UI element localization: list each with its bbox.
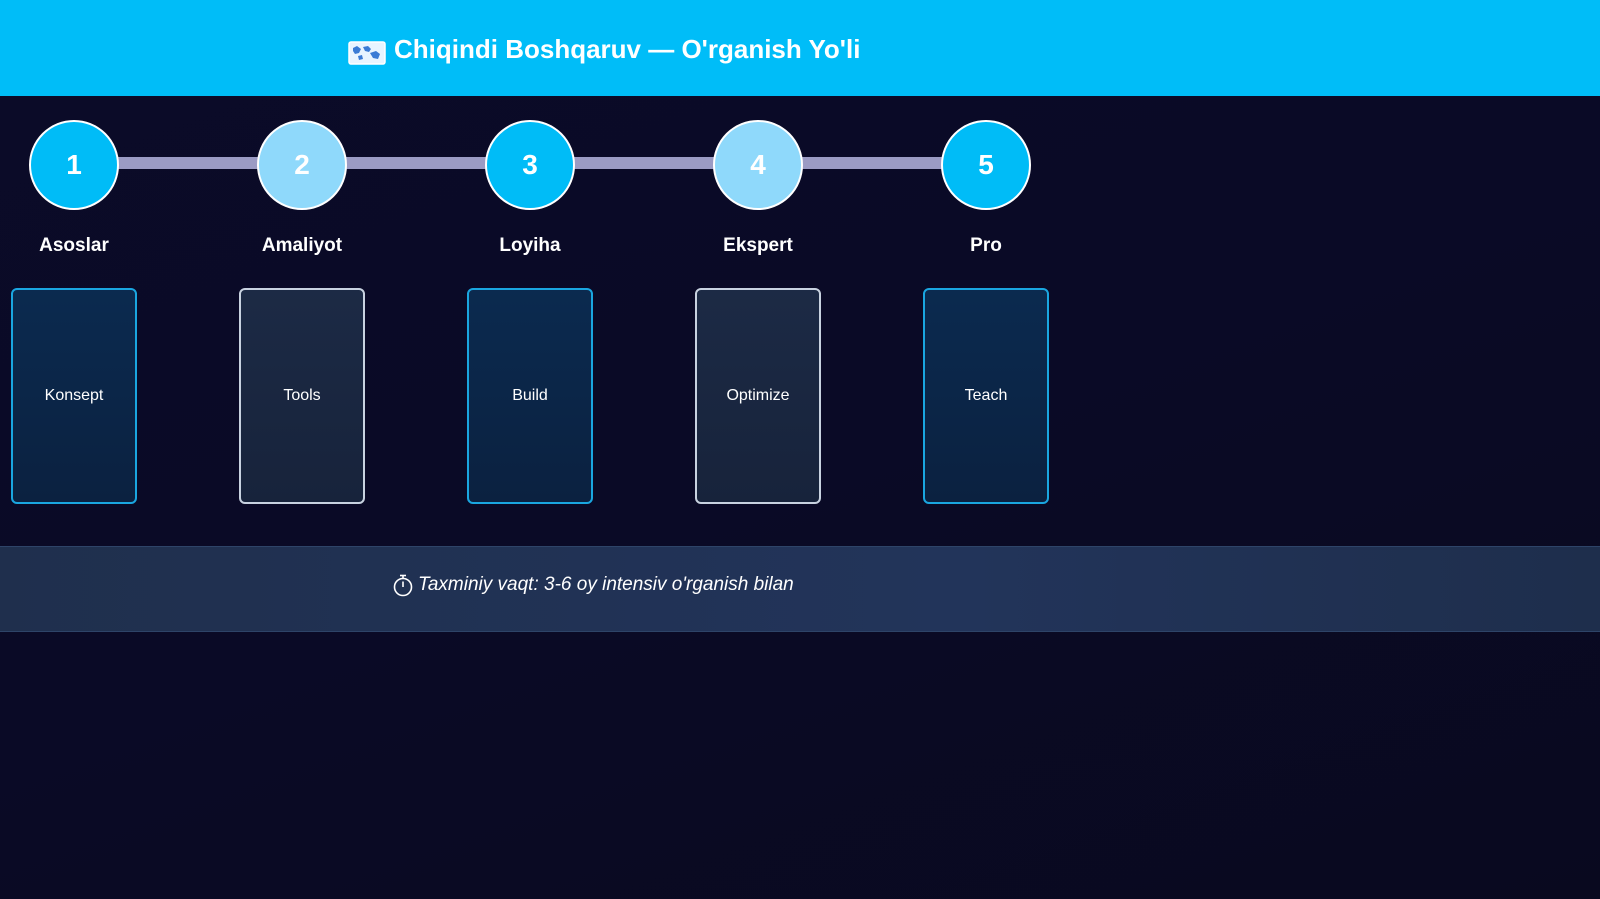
step-card: Build bbox=[467, 288, 593, 504]
step-label: Loyiha bbox=[499, 235, 561, 256]
step-card: Optimize bbox=[695, 288, 821, 504]
step-label: Amaliyot bbox=[261, 235, 343, 256]
step-label: Asoslar bbox=[39, 235, 109, 256]
step-card: Tools bbox=[239, 288, 365, 504]
step-card: Teach bbox=[923, 288, 1049, 504]
step-number-circle: 4 bbox=[713, 120, 803, 210]
step-card: Konsept bbox=[11, 288, 137, 504]
step-number-circle: 2 bbox=[257, 120, 347, 210]
footer-note: Taxminiy vaqt: 3-6 oy intensiv o'rganish… bbox=[392, 573, 794, 597]
page-title: Chiqindi Boshqaruv — O'rganish Yo'li bbox=[394, 34, 861, 64]
step-number-circle: 5 bbox=[941, 120, 1031, 210]
header-title-group: Chiqindi Boshqaruv — O'rganish Yo'li bbox=[348, 30, 860, 68]
step-label: Ekspert bbox=[723, 235, 793, 256]
footer-text: Taxminiy vaqt: 3-6 oy intensiv o'rganish… bbox=[418, 574, 794, 595]
footer-band: Taxminiy vaqt: 3-6 oy intensiv o'rganish… bbox=[0, 546, 1600, 632]
step-number-circle: 1 bbox=[29, 120, 119, 210]
step-number-circle: 3 bbox=[485, 120, 575, 210]
world-map-icon bbox=[348, 37, 386, 65]
header-bar: Chiqindi Boshqaruv — O'rganish Yo'li bbox=[0, 0, 1600, 96]
step-label: Pro bbox=[970, 235, 1002, 256]
stopwatch-icon bbox=[392, 573, 414, 597]
